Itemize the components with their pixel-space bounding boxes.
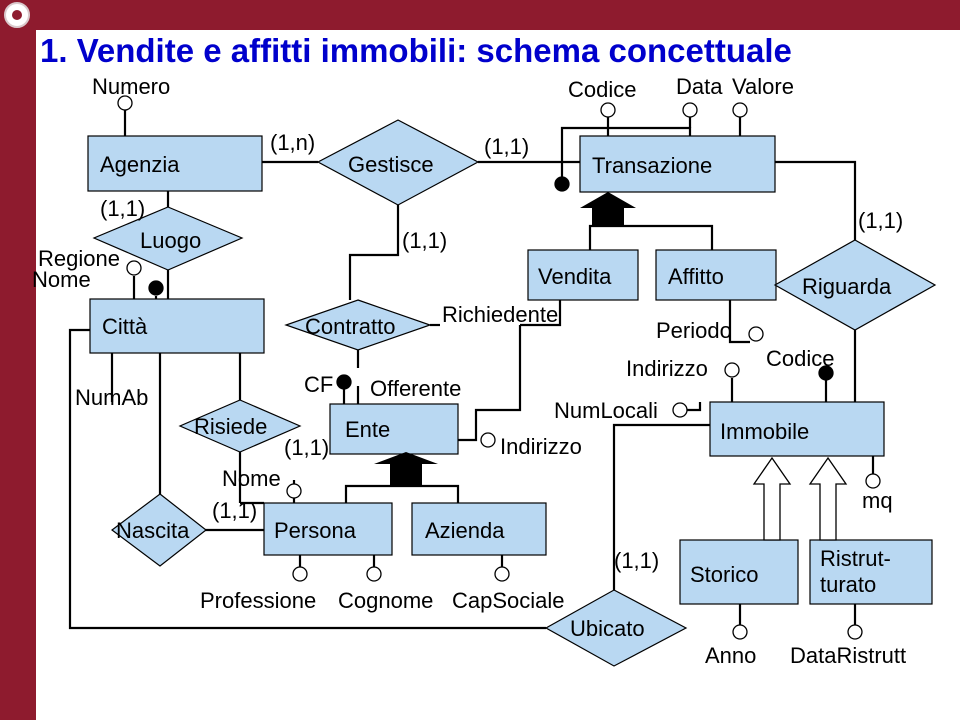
attr-data: Data [676,74,723,99]
card-persona-risiede: (1,1) [284,435,329,460]
svg-text:Transazione: Transazione [592,153,712,178]
svg-text:Ente: Ente [345,417,390,442]
attr-cf: CF [304,372,333,397]
relationship-ubicato: Ubicato [544,589,688,667]
isa-ente-arrow [374,452,438,486]
entity-affitto: Affitto [655,249,777,301]
isa-transazione-arrow [580,192,636,226]
entity-storico: Storico [679,539,799,605]
relationship-contratto: Contratto [284,299,432,351]
svg-text:Persona: Persona [274,518,357,543]
svg-text:Azienda: Azienda [425,518,505,543]
attr-valore: Valore [732,74,794,99]
entity-transazione: Transazione [579,135,776,193]
attr-numero: Numero [92,74,170,99]
attr-capsociale: CapSociale [452,588,565,613]
side-bar [0,0,36,720]
attr-professione: Professione [200,588,316,613]
svg-text:Luogo: Luogo [140,228,201,253]
svg-text:Immobile: Immobile [720,419,809,444]
attr-codice-transazione: Codice [568,77,636,102]
card-agenzia-gestisce: (1,n) [270,130,315,155]
card-transazione-gestisce: (1,1) [484,134,529,159]
relationship-risiede: Risiede [178,399,302,453]
attr-indirizzo-ente: Indirizzo [500,434,582,459]
card-persona-nascita: (1,1) [212,498,257,523]
attr-mq: mq [862,488,893,513]
rel-richiedente: Richiedente [442,302,558,327]
connection-lines [68,110,875,630]
attr-numab: NumAb [75,385,148,410]
university-logo [4,2,30,28]
attr-regione: Regione [38,246,120,271]
svg-text:Città: Città [102,314,148,339]
entity-agenzia: Agenzia [87,135,263,192]
ristrutturato-label-line: turato [820,572,876,597]
card-citta-luogo: (1,1) [100,196,145,221]
relationship-gestisce: Gestisce [316,119,480,206]
rel-offerente: Offerente [370,376,461,401]
attr-periodo: Periodo [656,318,732,343]
attr-indirizzo-immobile: Indirizzo [626,356,708,381]
attr-nome-citta: Nome [32,267,91,292]
relationship-luogo: Luogo [92,206,244,271]
attr-nome-persona: Nome [222,466,281,491]
svg-text:Contratto: Contratto [305,314,396,339]
svg-text:Gestisce: Gestisce [348,152,434,177]
attr-cognome: Cognome [338,588,433,613]
card-immobile-riguarda: (1,1) [858,208,903,233]
entity-ristrutturato: Ristrut-turato [809,539,933,605]
entity-ente: Ente [329,403,459,455]
entity-vendita: Vendita [527,249,639,301]
svg-text:Affitto: Affitto [668,264,724,289]
svg-text:Ristrut-turato: Ristrut-turato [820,546,891,597]
relationship-riguarda: Riguarda [773,239,937,331]
svg-text:Ubicato: Ubicato [570,616,645,641]
entity-citta: Città [89,298,265,354]
attr-codice-immobile: Codice [766,346,834,371]
attr-dataristrutt: DataRistrutt [790,643,906,668]
card-immobile-ubicato: (1,1) [614,548,659,573]
svg-text:Storico: Storico [690,562,758,587]
attr-numlocali: NumLocali [554,398,658,423]
attribute-markers [117,95,881,640]
entity-persona: Persona [263,502,393,556]
isa-storico-arrow [752,456,792,541]
entity-azienda: Azienda [411,502,547,556]
svg-text:Agenzia: Agenzia [100,152,180,177]
card-contratto-gestisce: (1,1) [402,228,447,253]
page-title: 1. Vendite e affitti immobili: schema co… [40,32,792,69]
isa-ristrutturato-arrow [808,456,848,541]
entity-immobile: Immobile [709,401,885,457]
svg-text:Nascita: Nascita [116,518,190,543]
svg-text:Risiede: Risiede [194,414,267,439]
relationship-nascita: Nascita [111,493,207,567]
attr-anno: Anno [705,643,756,668]
header-bar [0,0,960,30]
svg-text:Riguarda: Riguarda [802,274,892,299]
svg-text:Vendita: Vendita [538,264,612,289]
ristrutturato-label-line: Ristrut- [820,546,891,571]
